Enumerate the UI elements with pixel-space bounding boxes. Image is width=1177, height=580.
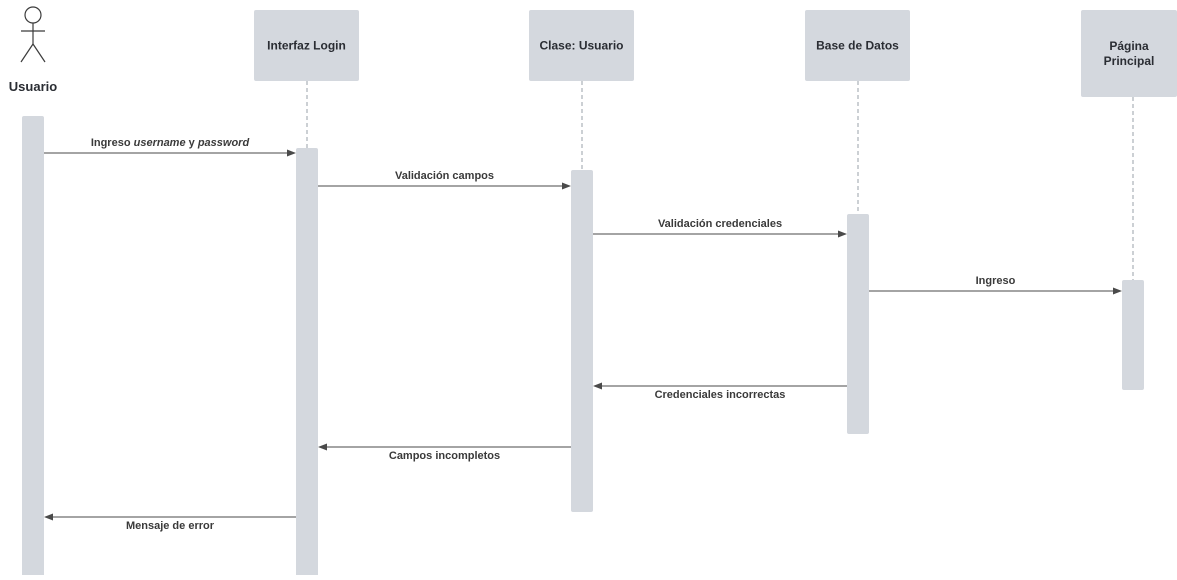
message-label-part: Validación credenciales <box>658 218 782 230</box>
participant-label-clase: Clase: Usuario <box>539 39 623 53</box>
participant-login: Interfaz Login <box>254 10 359 81</box>
arrowhead-icon <box>593 382 602 390</box>
arrowhead-icon <box>562 182 571 190</box>
message-label-part: Campos incompletos <box>389 450 500 462</box>
participant-label-login: Interfaz Login <box>267 39 346 53</box>
message-ingreso: Ingreso <box>869 275 1122 295</box>
message-label: Validación credenciales <box>658 218 782 230</box>
activation-bar-usuario <box>22 116 44 580</box>
message-label-part: Credenciales incorrectas <box>655 389 786 401</box>
message-label: Ingreso username y password <box>91 137 250 149</box>
message-ingreso-credenciales: Ingreso username y password <box>44 137 296 157</box>
arrowhead-icon <box>44 513 53 521</box>
actor-label: Usuario <box>9 79 57 94</box>
message-label-part: y <box>186 137 198 149</box>
message-label-part: Validación campos <box>395 170 494 182</box>
participant-label-pagina: Principal <box>1104 54 1155 68</box>
message-label-part: Mensaje de error <box>126 520 215 532</box>
activation-bar-bd <box>847 214 869 434</box>
participant-label-pagina: Página <box>1109 39 1149 53</box>
message-label: Campos incompletos <box>389 450 500 462</box>
message-validacion-credenciales: Validación credenciales <box>593 218 847 238</box>
participant-box-clase <box>529 10 634 81</box>
arrowhead-icon <box>838 230 847 238</box>
message-label: Validación campos <box>395 170 494 182</box>
actor-usuario: Usuario <box>9 6 57 94</box>
message-mensaje-error: Mensaje de error <box>44 513 296 532</box>
participant-label-bd: Base de Datos <box>816 39 899 53</box>
participant-clase: Clase: Usuario <box>529 10 634 81</box>
message-validacion-campos: Validación campos <box>318 170 571 190</box>
activation-bar-pagina <box>1122 280 1144 390</box>
message-label: Mensaje de error <box>126 520 215 532</box>
message-label: Credenciales incorrectas <box>655 389 786 401</box>
message-label-part: Ingreso <box>91 137 134 149</box>
participant-box-pagina <box>1081 10 1177 97</box>
message-label-part: password <box>197 137 250 149</box>
message-label: Ingreso <box>976 275 1016 287</box>
message-label-part: username <box>134 137 186 149</box>
activation-bar-clase <box>571 170 593 512</box>
activation-bar-login <box>296 148 318 580</box>
message-label-part: Ingreso <box>976 275 1016 287</box>
arrowhead-icon <box>287 149 296 157</box>
participant-box-login <box>254 10 359 81</box>
arrowhead-icon <box>318 443 327 451</box>
message-campos-incompletos: Campos incompletos <box>318 443 571 462</box>
arrowhead-icon <box>1113 287 1122 295</box>
participant-bd: Base de Datos <box>805 10 910 81</box>
participant-box-bd <box>805 10 910 81</box>
stick-figure-icon <box>20 6 46 63</box>
message-credenciales-incorrectas: Credenciales incorrectas <box>593 382 847 401</box>
